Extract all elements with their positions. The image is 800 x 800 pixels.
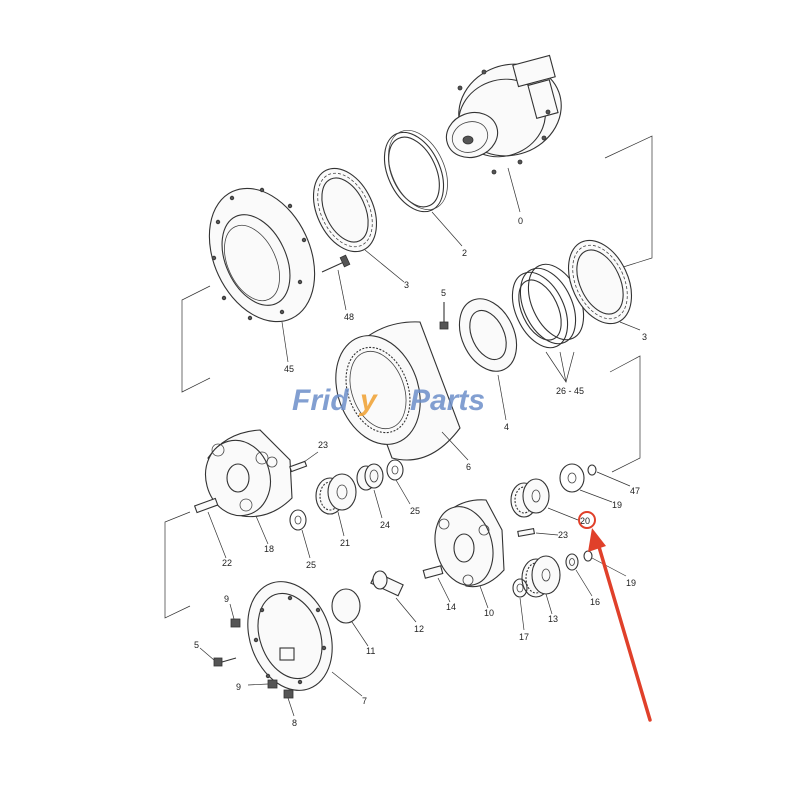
part-washer-19-upper [559, 463, 585, 493]
label-part-16: 16 [590, 597, 600, 607]
label-part-4: 4 [504, 422, 509, 432]
part-labels: 0 2 3 3 4 5 5 6 7 8 9 9 10 11 12 13 14 1… [194, 216, 647, 728]
label-part-26-45: 26 - 45 [556, 386, 584, 396]
part-pin-23-lower [517, 528, 536, 537]
label-part-9-lower: 9 [236, 682, 241, 692]
part-carrier-lower [434, 499, 505, 588]
label-part-47: 47 [630, 486, 640, 496]
part-snap-ring-47 [587, 464, 597, 476]
label-part-19-upper: 19 [612, 500, 622, 510]
highlight-arrow-shaft [595, 538, 652, 722]
part-seal-set [511, 263, 585, 349]
label-part-3-upper: 3 [404, 280, 409, 290]
part-washer-25-right [386, 459, 404, 481]
label-part-18: 18 [264, 544, 274, 554]
part-sun-shaft [370, 570, 404, 597]
label-part-23-lower: 23 [558, 530, 568, 540]
part-ring-plate [458, 298, 518, 372]
part-gear-13 [521, 555, 561, 598]
part-bolt-5-lower [213, 657, 237, 667]
label-part-20: 20 [580, 516, 590, 526]
part-motor [445, 54, 562, 175]
label-part-22: 22 [222, 558, 232, 568]
part-bolt-9-upper [230, 618, 241, 628]
part-bolt-48 [321, 254, 351, 273]
highlight-circle [578, 511, 596, 529]
part-gear-21 [315, 473, 357, 515]
watermark-text-3: Parts [410, 384, 485, 417]
part-seal-ring [383, 129, 448, 213]
label-part-13: 13 [548, 614, 558, 624]
label-part-45: 45 [284, 364, 294, 374]
part-needle-bearing-24 [356, 463, 384, 491]
bracket-lines [164, 135, 653, 619]
watermark-text-1: Frid [292, 384, 349, 417]
part-pin-22 [193, 497, 219, 514]
part-washer-19-lower [583, 550, 593, 562]
label-part-17: 17 [519, 632, 529, 642]
part-carrier-upper [205, 429, 293, 518]
label-part-23-upper: 23 [318, 440, 328, 450]
part-pin-23-upper [289, 460, 308, 473]
part-cover [247, 581, 333, 691]
part-ring-gear [335, 321, 461, 461]
watermark: Frid y Parts [292, 384, 485, 417]
label-part-21: 21 [340, 538, 350, 548]
label-part-12: 12 [414, 624, 424, 634]
label-part-6: 6 [466, 462, 471, 472]
label-part-5-lower: 5 [194, 640, 199, 650]
part-bearing-lower [567, 239, 633, 325]
watermark-text-2: y [358, 384, 378, 417]
label-part-11: 11 [366, 646, 375, 656]
highlight-annotation [578, 511, 652, 722]
label-part-9-upper: 9 [224, 594, 229, 604]
label-part-25-left: 25 [306, 560, 316, 570]
part-thrust-plate [331, 588, 361, 624]
label-part-14: 14 [446, 602, 456, 612]
label-part-25-right: 25 [410, 506, 420, 516]
label-part-2: 2 [462, 248, 467, 258]
label-part-3-lower: 3 [642, 332, 647, 342]
part-washer-25-left [289, 509, 307, 531]
label-part-24: 24 [380, 520, 390, 530]
label-part-19-lower: 19 [626, 578, 636, 588]
label-part-8: 8 [292, 718, 297, 728]
part-pin-14 [422, 565, 444, 579]
part-bolt-8 [283, 689, 294, 699]
part-flange [208, 187, 316, 323]
part-bolt-9-lower [267, 679, 278, 689]
part-bushing-16 [565, 553, 579, 571]
label-part-7: 7 [362, 696, 367, 706]
part-gear-20 [510, 478, 550, 518]
part-bolt-5-upper [439, 302, 449, 330]
label-part-5-upper: 5 [441, 288, 446, 298]
label-part-0: 0 [518, 216, 523, 226]
part-washer-17 [512, 578, 528, 598]
label-part-48: 48 [344, 312, 354, 322]
label-part-10: 10 [484, 608, 494, 618]
part-bearing-upper [312, 167, 378, 253]
highlight-arrow-head [588, 528, 606, 552]
